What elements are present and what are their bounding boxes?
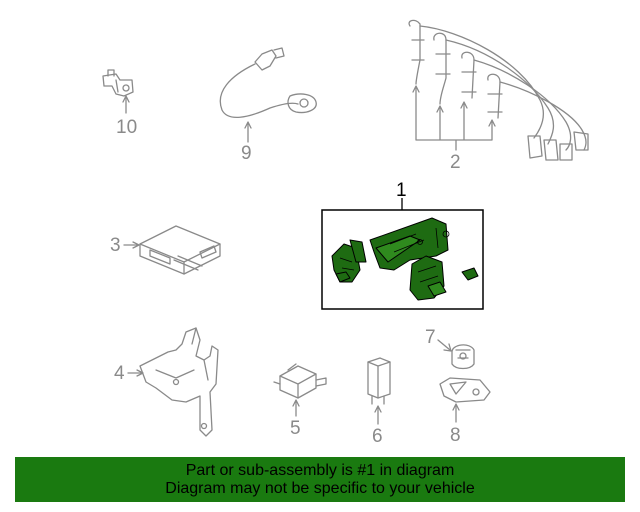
callout-9[interactable]: 9 <box>241 143 252 164</box>
part-8-plate[interactable] <box>439 377 491 403</box>
leader-2 <box>415 87 493 151</box>
callout-3[interactable]: 3 <box>110 235 121 256</box>
part-6-relay[interactable] <box>367 357 391 405</box>
banner-line-1: Part or sub-assembly is #1 in diagram <box>185 461 455 479</box>
callout-1[interactable]: 1 <box>396 180 407 201</box>
callout-10[interactable]: 10 <box>116 117 138 138</box>
parts-diagram <box>102 19 589 437</box>
callout-7[interactable]: 7 <box>425 327 436 348</box>
part-10-clamp[interactable] <box>102 69 134 97</box>
part-4-bracket[interactable] <box>139 327 219 437</box>
callout-6[interactable]: 6 <box>372 426 383 447</box>
callout-5[interactable]: 5 <box>290 418 301 439</box>
part-2-spark-plug-wires[interactable] <box>408 19 589 161</box>
banner-line-2: Diagram may not be specific to your vehi… <box>165 479 475 497</box>
part-3-control-module[interactable] <box>139 225 221 275</box>
callout-4[interactable]: 4 <box>114 363 125 384</box>
part-5-relay[interactable] <box>273 363 327 399</box>
part-1-assembly[interactable] <box>321 209 484 310</box>
info-banner: Part or sub-assembly is #1 in diagram Di… <box>15 457 625 502</box>
part-7-mount[interactable] <box>451 344 475 370</box>
callout-2[interactable]: 2 <box>450 152 461 173</box>
leader-7 <box>437 339 451 351</box>
callout-8[interactable]: 8 <box>450 425 461 446</box>
part-9-knock-sensor[interactable] <box>219 47 317 118</box>
